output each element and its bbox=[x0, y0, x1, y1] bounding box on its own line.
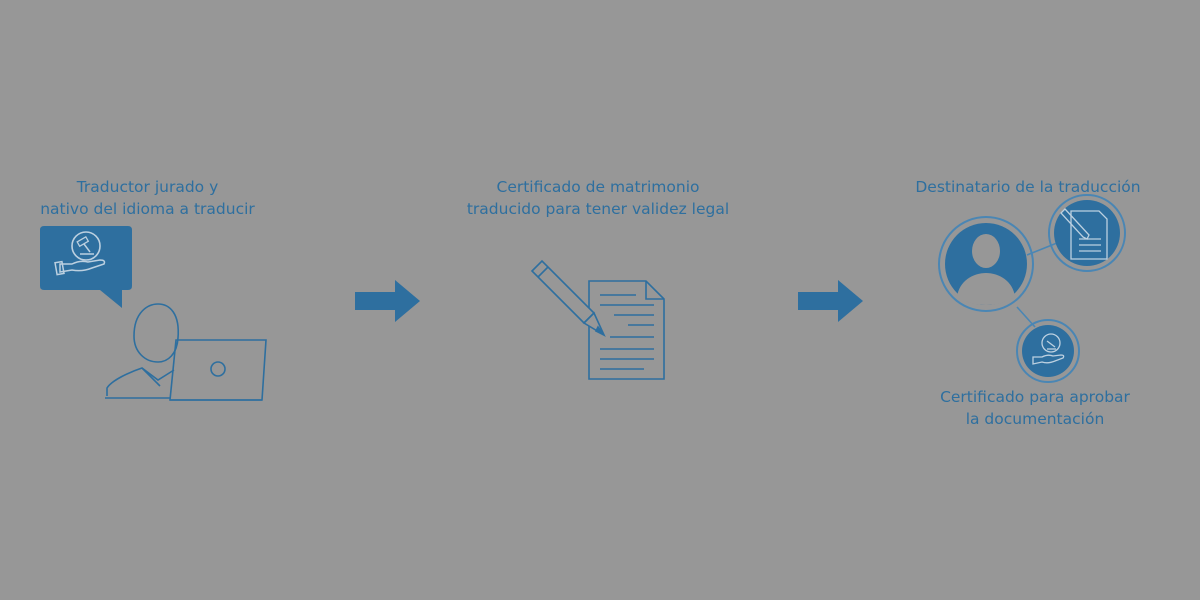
speech-bubble-icon bbox=[40, 226, 132, 308]
hand-gavel-icon bbox=[1016, 319, 1080, 383]
hand-gavel-icon bbox=[54, 231, 106, 276]
step-2-label-line-1: Certificado de matrimonio bbox=[496, 178, 700, 196]
person-laptop-icon bbox=[105, 303, 267, 401]
user-avatar-icon bbox=[938, 216, 1034, 312]
step-3-label: Destinatario de la traducción bbox=[888, 176, 1168, 198]
step-2-label: Certificado de matrimonio traducido para… bbox=[438, 176, 758, 220]
step-1-label-line-2: nativo del idioma a traducir bbox=[40, 200, 255, 218]
document-icon bbox=[588, 280, 665, 380]
step-3-label-line-1: Destinatario de la traducción bbox=[915, 178, 1141, 196]
step-2-label-line-2: traducido para tener validez legal bbox=[466, 200, 730, 218]
step-1-label-line-1: Traductor jurado y bbox=[76, 178, 219, 196]
pencil-icon bbox=[530, 259, 606, 338]
arrow-right-icon bbox=[798, 280, 863, 322]
step-3-sub-label: Certificado para aprobar la documentació… bbox=[905, 386, 1165, 430]
signed-document-icon bbox=[1048, 194, 1126, 272]
step-1-label: Traductor jurado y nativo del idioma a t… bbox=[20, 176, 275, 220]
step-1-illustration bbox=[40, 226, 267, 401]
arrow-right-icon bbox=[355, 280, 420, 322]
step-2-illustration bbox=[530, 259, 665, 380]
step-3-illustration bbox=[938, 194, 1126, 383]
step-3-sub-label-line-1: Certificado para aprobar bbox=[940, 388, 1130, 406]
step-3-sub-label-line-2: la documentación bbox=[965, 410, 1105, 428]
